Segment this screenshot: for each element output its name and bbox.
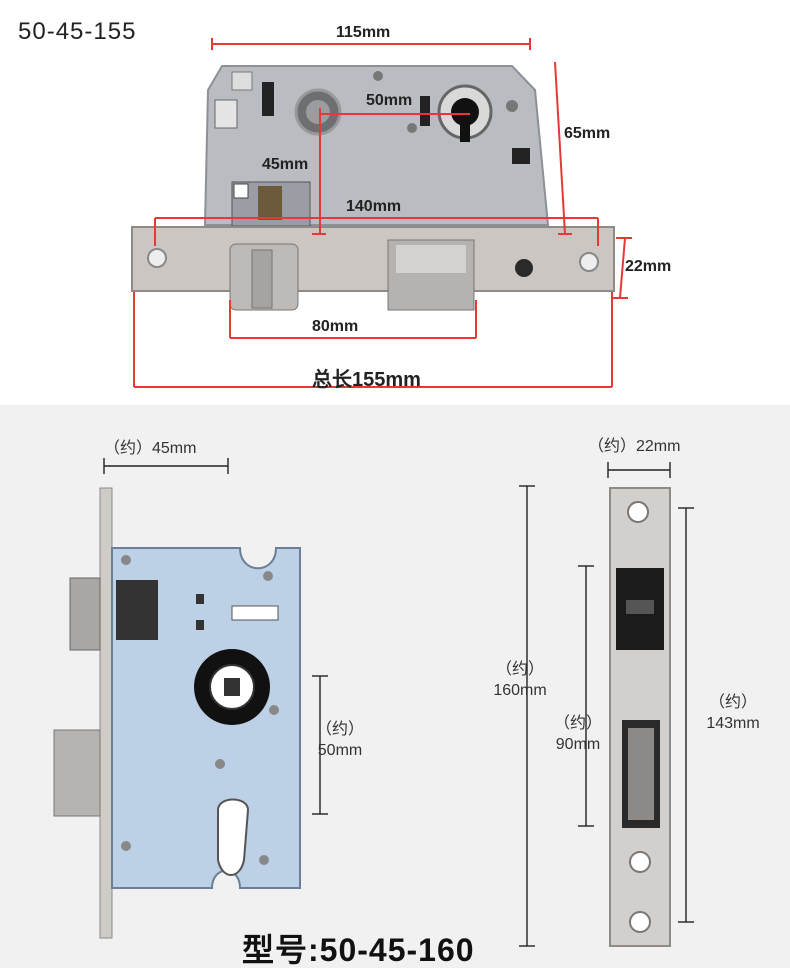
bottom-front-dimension-lines bbox=[519, 462, 694, 947]
label-dist-143-line2: 143mm bbox=[706, 714, 760, 732]
label-dist-143: （约） 143mm bbox=[697, 693, 769, 735]
dimension-label-65: 65mm bbox=[564, 125, 611, 142]
dimension-label-50: 50mm bbox=[366, 92, 413, 109]
label-height-160-line1: （约） bbox=[495, 661, 544, 678]
model-number-top: 50-45-155 bbox=[18, 18, 137, 45]
top-lock-body bbox=[203, 65, 550, 227]
label-dist-90: （约） 90mm bbox=[546, 714, 610, 756]
top-faceplate bbox=[131, 226, 615, 311]
bottom-side-lock bbox=[53, 487, 301, 939]
label-backset-45: （约）45mm bbox=[104, 440, 197, 457]
dimension-label-140: 140mm bbox=[346, 198, 402, 215]
dimension-label-45: 45mm bbox=[262, 156, 309, 173]
model-number-bottom: 型号:50-45-160 bbox=[242, 932, 475, 968]
label-faceplate-22: （约）22mm bbox=[588, 438, 681, 455]
label-height-160-line2: 160mm bbox=[493, 681, 547, 699]
dimension-label-22: 22mm bbox=[625, 258, 672, 275]
dimension-label-115: 115mm bbox=[336, 24, 391, 41]
label-height-160: （约） 160mm bbox=[484, 660, 556, 702]
bottom-front-faceplate bbox=[609, 487, 671, 947]
label-dist-90-line2: 90mm bbox=[555, 735, 601, 753]
dimension-label-total: 总长155mm bbox=[312, 369, 421, 391]
label-dist-90-line1: （约） bbox=[553, 715, 602, 732]
dimension-label-80: 80mm bbox=[312, 318, 359, 335]
label-spacing-50-line2: 50mm bbox=[317, 741, 363, 759]
top-dimension-lines bbox=[133, 38, 632, 388]
bottom-side-dimension-lines bbox=[103, 458, 328, 815]
label-spacing-50: （约） 50mm bbox=[310, 720, 370, 762]
label-spacing-50-line1: （约） bbox=[315, 721, 364, 738]
label-dist-143-line1: （约） bbox=[708, 694, 757, 711]
